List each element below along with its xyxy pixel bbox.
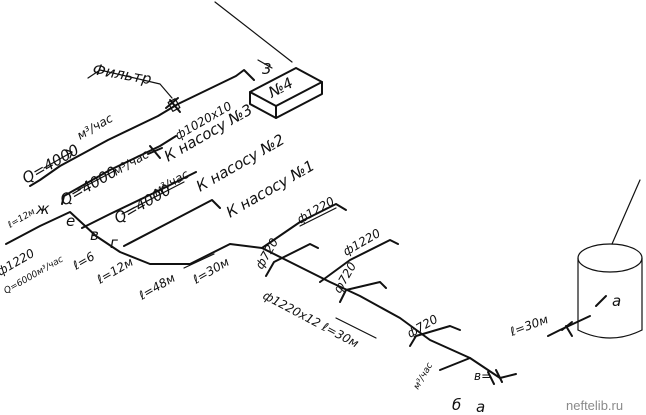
main-long-label: ф1220х12 ℓ=30м: [261, 288, 361, 350]
filter-valve: [165, 97, 181, 113]
node-g: г: [110, 234, 118, 252]
pump-house-index: 3: [262, 60, 272, 78]
dia-720-a: ф720: [252, 235, 281, 271]
dia-720-c: ф720: [405, 312, 441, 341]
branch-pump-2: [81, 171, 197, 229]
len-30: ℓ=30м: [190, 255, 232, 287]
len-12b: ℓ=12м: [94, 255, 136, 287]
node-zh: ж: [35, 200, 50, 218]
watermark: neftelib.ru: [566, 398, 623, 413]
dia-720-b: ф720: [330, 259, 359, 295]
end-pipe: [439, 357, 517, 385]
riser-720-b: [339, 281, 387, 303]
flow-b-unit: м³/час: [111, 147, 152, 179]
len-48: ℓ=48м: [136, 271, 178, 303]
flow-right-unit: м³/час: [412, 361, 435, 391]
riser-720-a: [265, 243, 319, 277]
len-12a: ℓ=12м: [6, 207, 38, 231]
node-a-bottom: а: [476, 398, 485, 415]
tank-a-label: а: [612, 292, 621, 310]
branch-pump-3: [61, 135, 177, 205]
branch-pump-1: [123, 199, 221, 247]
b-label: в=: [474, 369, 491, 383]
riser-1220-mid: [319, 239, 399, 283]
tank-length: ℓ=30м: [507, 312, 550, 339]
len-b6: ℓ=6: [70, 249, 98, 273]
flow-b-q: Q=4000: [57, 163, 120, 210]
main-pipe: [29, 69, 255, 187]
storage-tank: [547, 179, 643, 339]
pump-house: [249, 67, 323, 119]
node-e: е: [66, 212, 75, 230]
node-v: в: [90, 226, 99, 244]
riser-1220-top: [261, 203, 347, 249]
collector-pipe: [5, 211, 471, 359]
riser-720-c: [409, 325, 461, 347]
node-b: б: [452, 396, 461, 414]
flow-a-unit: м³/час: [75, 111, 116, 143]
filter-label: Фильтр: [91, 60, 153, 88]
